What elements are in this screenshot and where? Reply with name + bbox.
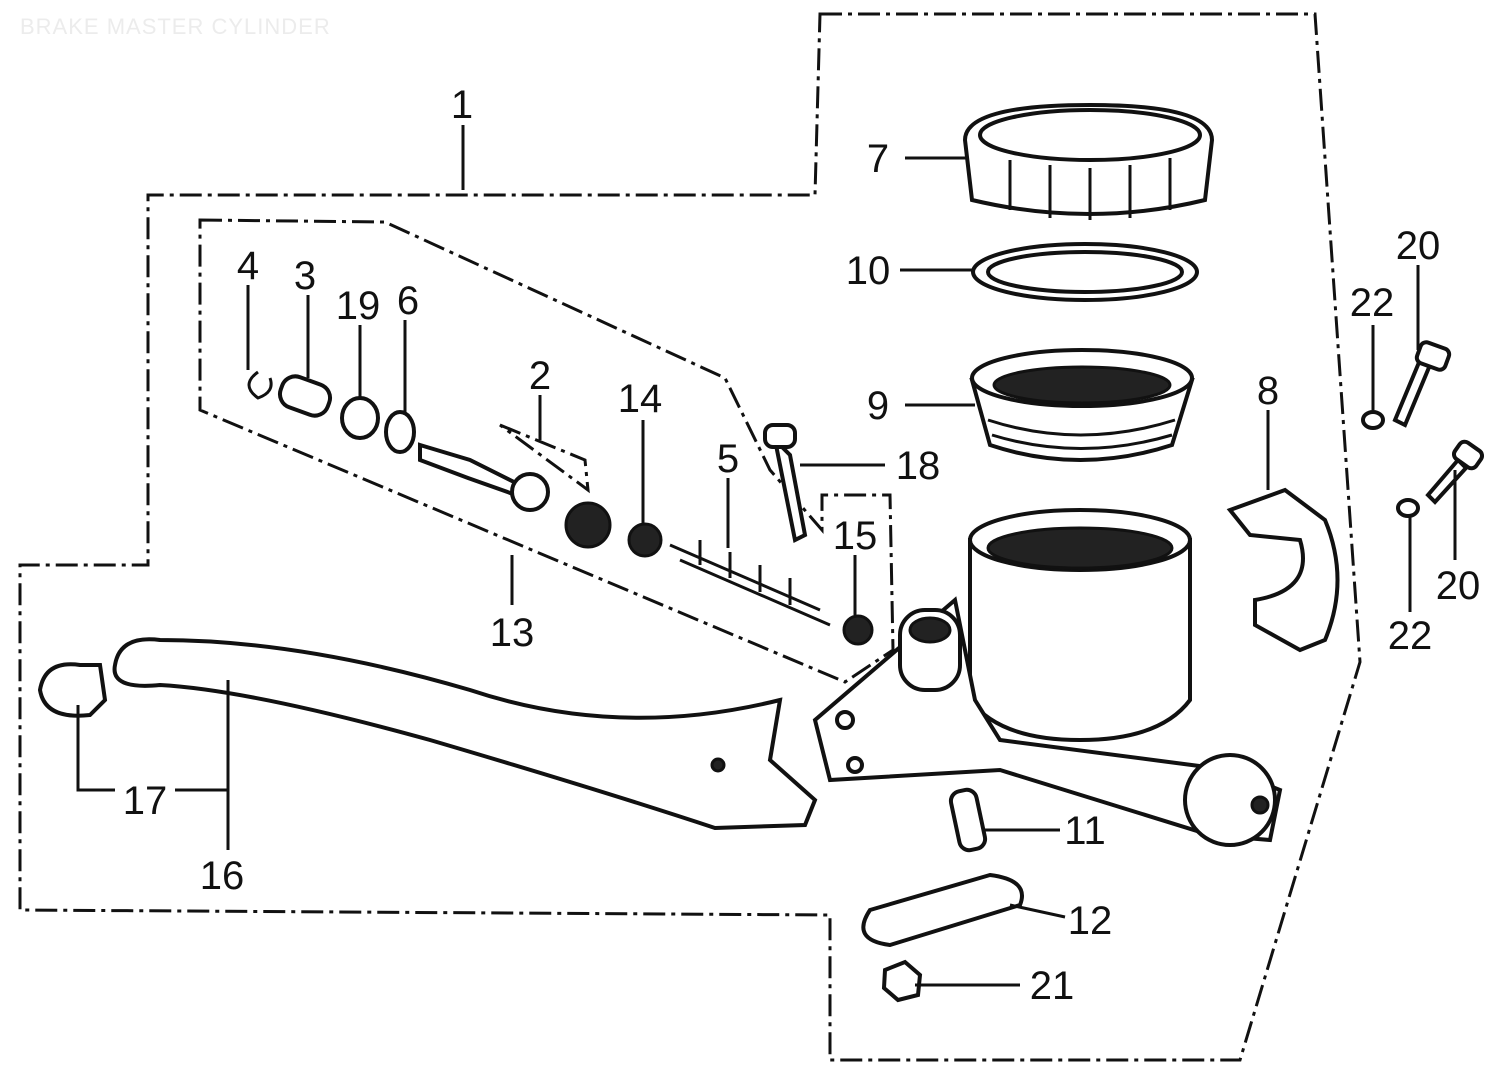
label-15: 15 [833, 514, 878, 558]
brake-lever-part [112, 637, 818, 831]
holder-bolts [1361, 340, 1485, 518]
reservoir-cap-part [962, 102, 1215, 220]
assembly-2-bracket [499, 423, 590, 494]
label-20-top: 20 [1396, 224, 1441, 268]
label-11: 11 [1064, 809, 1106, 853]
piston-parts [247, 370, 874, 646]
label-10: 10 [846, 249, 891, 293]
leader-lines [76, 125, 1457, 987]
lever-plate-part [861, 872, 1024, 948]
diagram-title: BRAKE MASTER CYLINDER [20, 14, 331, 39]
label-19: 19 [336, 284, 381, 328]
label-3: 3 [294, 254, 316, 298]
assembly-1-outline [18, 12, 1362, 1062]
label-9: 9 [867, 384, 889, 428]
label-13: 13 [490, 611, 535, 655]
assembly-13-outline [198, 218, 895, 684]
label-22-top: 22 [1350, 281, 1395, 325]
reservoir-ring-part [971, 242, 1199, 302]
label-8: 8 [1257, 369, 1279, 413]
handlebar-holder-part [1226, 487, 1340, 653]
label-1: 1 [451, 83, 473, 127]
master-cylinder-body [812, 508, 1283, 847]
label-6: 6 [397, 279, 419, 323]
label-16: 16 [200, 854, 245, 898]
label-5: 5 [717, 437, 739, 481]
lever-pivot-part [37, 662, 108, 718]
label-22-bottom: 22 [1388, 614, 1433, 658]
pivot-nut-part [881, 959, 923, 1003]
label-21: 21 [1030, 964, 1075, 1008]
label-14: 14 [618, 377, 663, 421]
label-2: 2 [529, 354, 551, 398]
pivot-pin-part [948, 787, 988, 853]
label-20-bottom: 20 [1436, 564, 1481, 608]
label-17: 17 [123, 779, 168, 823]
label-12: 12 [1068, 899, 1113, 943]
label-18: 18 [896, 444, 941, 488]
diaphragm-part [969, 348, 1195, 462]
label-7: 7 [867, 137, 889, 181]
label-4: 4 [237, 244, 259, 288]
